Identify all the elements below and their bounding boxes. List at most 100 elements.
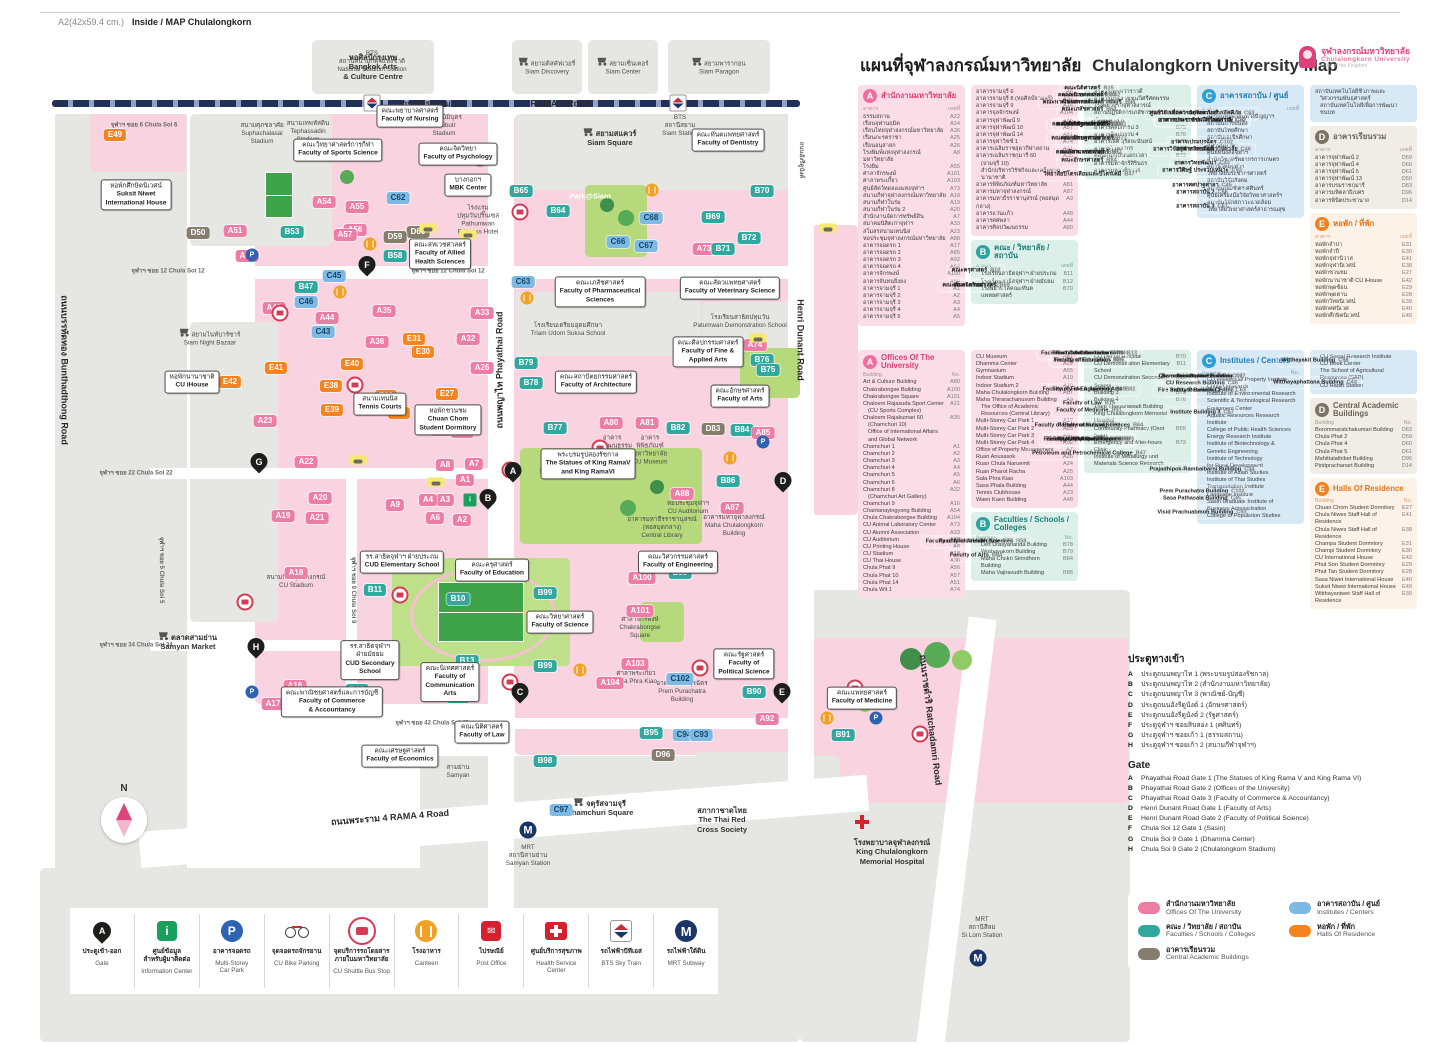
- directory-entry: อาคารประชาธิปก-รำไพพรรณีC34: [1155, 116, 1249, 127]
- building-b77: B77: [543, 422, 567, 434]
- map-title: แผนที่จุฬาลงกรณ์มหาวิทยาลัย Chulalongkor…: [860, 52, 1418, 79]
- building-b53: B53: [280, 226, 304, 238]
- siam-discovery-block: [512, 40, 582, 94]
- building-e49: E49: [103, 129, 127, 141]
- directory-panel: สถาบันเทคโนโลยีชีวภาพและวิศวกรรมพันธุศาส…: [1310, 85, 1417, 122]
- tree-icon: [650, 480, 664, 494]
- building-a85: A85: [751, 427, 775, 439]
- directory-entry: สถาบันเทคโนโลยีชีวภาพและ: [1315, 89, 1386, 95]
- building-a80: A80: [599, 417, 623, 429]
- siam-square-block: [515, 114, 797, 190]
- directory-entry: Thep Thawarawadi Building: [1094, 404, 1163, 411]
- directory-entry: อาคารจัตุรัสจามจุรีC97: [1168, 108, 1235, 119]
- directory-entry: วิศวกรรมพันธุศาสตร์: [1320, 96, 1371, 103]
- directory-entry: คณะวิทยาศาสตร์B99: [1057, 119, 1120, 130]
- directory-entry: อาคารจุลจักรพงษ์A104: [976, 110, 1073, 117]
- directory-entry: สถาบันภาษา: [1207, 142, 1238, 149]
- siam-square-label: สยามสแควร์Siam Square: [584, 128, 636, 148]
- directory-entry: Resources (SAR): [1320, 375, 1364, 382]
- column-headers: อาคารเลขที่: [1202, 106, 1299, 112]
- panel-badge-icon: A: [863, 89, 877, 103]
- chula-soi22-road: [150, 468, 490, 479]
- building-a19: A19: [271, 510, 295, 522]
- directory-entry: หอพักศึกษิตนิเวศน์E49: [1315, 313, 1412, 320]
- logo-tagline: Pillar of the Kingdom: [1321, 63, 1368, 70]
- legend-swatch-icon: [1289, 924, 1311, 937]
- gate-title-thai: ประตูทางเข้า: [1128, 654, 1185, 665]
- directory-entry: Institute of Environmental Research: [1207, 391, 1296, 398]
- directory-entry: Resources (Central Library): [981, 411, 1050, 418]
- cart-icon: [519, 58, 529, 66]
- building-b65: B65: [509, 185, 533, 197]
- building-a23: A23: [253, 415, 277, 427]
- chamchuri-square-label: จตุรัสจามจุรีChamchuri Square: [566, 799, 634, 818]
- legend-item: อาคารสถาบัน / ศูนย์Institutes / Centers: [1289, 899, 1430, 917]
- car-park-icon: [749, 333, 767, 343]
- tree-icon: [924, 642, 950, 668]
- building-a20: A20: [308, 492, 332, 504]
- directory-entry: คณะเภสัชศาสตร์B64: [1058, 105, 1121, 116]
- directory-entry: คณะนิติศาสตร์B15: [1060, 83, 1117, 94]
- tree-icon: [600, 198, 614, 212]
- engineering-callout: คณะวิศวกรรมศาสตร์Faculty of Engineering: [637, 550, 719, 574]
- building-b71: B71: [711, 243, 735, 255]
- post-icon: ✉: [481, 918, 502, 944]
- directory-entry: หอพักจุฬานิเวศน์E38: [1315, 263, 1412, 270]
- cu-museum-label: อาคาร พิพิธภัณฑ์ มหาวิทยาลัย CU Museum: [632, 434, 668, 465]
- suphachalasai-label: สนามศุภชลาศัย Suphachalasai Stadium: [240, 122, 284, 145]
- building-a26: A26: [470, 362, 494, 374]
- directory-entry: Aquatic Resources Research Institute: [1207, 412, 1280, 426]
- panel-title: Faculties / Schools / Colleges: [994, 515, 1069, 533]
- directory-entry: School: [1094, 368, 1112, 375]
- directory-entry: Language Institute: [1207, 491, 1254, 498]
- tree-icon: [900, 648, 922, 670]
- f-p-icon: P: [245, 248, 259, 262]
- directory-entry: CU Radio Station: [1320, 382, 1364, 389]
